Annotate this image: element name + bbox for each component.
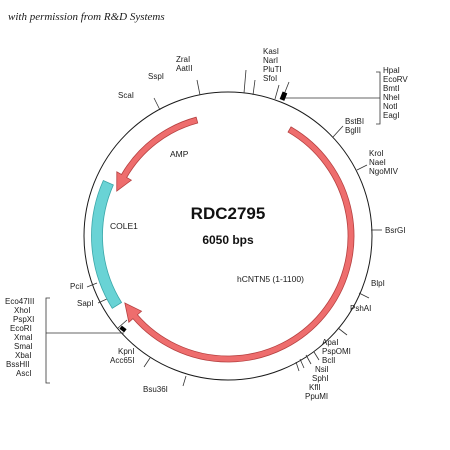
site-xbai: XbaI	[15, 351, 31, 360]
site-sfoi: SfoI	[263, 74, 277, 83]
plasmid-size: 6050 bps	[202, 233, 254, 247]
site-hpai: HpaI	[383, 66, 400, 75]
site-zrai: ZraI	[176, 55, 190, 64]
site-ecorv: EcoRV	[383, 75, 408, 84]
site-scai: ScaI	[118, 91, 134, 100]
site-nari: NarI	[263, 56, 278, 65]
site-ngomiv: NgoMIV	[369, 167, 399, 176]
site-aatii: AatII	[176, 64, 192, 73]
site-nhei: NheI	[383, 93, 400, 102]
site-ecori: EcoRI	[10, 324, 32, 333]
site-acc65i: Acc65I	[110, 356, 134, 365]
site-blpi: BlpI	[371, 279, 385, 288]
site-bcli: BclI	[322, 356, 335, 365]
cole1-feature-band	[91, 179, 123, 309]
cole1-label: COLE1	[110, 221, 138, 231]
mcs-right-marker	[279, 91, 288, 101]
site-bsu36i: Bsu36I	[143, 385, 168, 394]
hcntn5-label: hCNTN5 (1-1100)	[237, 274, 304, 284]
amp-label: AMP	[170, 149, 189, 159]
site-bsshii: BssHII	[6, 360, 30, 369]
site-kpni: KpnI	[118, 347, 134, 356]
site-asci: AscI	[16, 369, 32, 378]
site-bstbi: BstBI	[345, 117, 364, 126]
site-sspi: SspI	[148, 72, 164, 81]
credit-text: with permission from R&D Systems	[8, 11, 165, 23]
site-eco47iii: Eco47III	[5, 297, 34, 306]
site-ticks	[55, 69, 382, 387]
site-kasi: KasI	[263, 47, 279, 56]
site-bsrgi: BsrGI	[385, 226, 405, 235]
site-nsii: NsiI	[315, 365, 329, 374]
site-pcii: PciI	[70, 282, 83, 291]
site-kfli: KflI	[309, 383, 321, 392]
site-pspxi: PspXI	[13, 315, 34, 324]
site-apai: ApaI	[322, 338, 338, 347]
site-xhoi: XhoI	[14, 306, 30, 315]
site-xmai: XmaI	[14, 333, 33, 342]
backbone-circle	[83, 91, 373, 381]
site-eagi: EagI	[383, 111, 399, 120]
site-pshai: PshAI	[350, 304, 371, 313]
site-noti: NotI	[383, 102, 398, 111]
site-pluti: PluTI	[263, 65, 282, 74]
site-bglii: BglII	[345, 126, 361, 135]
plasmid-name: RDC2795	[191, 204, 266, 223]
site-bmti: BmtI	[383, 84, 399, 93]
site-smai: SmaI	[14, 342, 33, 351]
mcs-left-marker	[119, 325, 127, 333]
amp-feature-arrow	[116, 116, 199, 192]
site-ppumi: PpuMI	[305, 392, 328, 401]
site-kroi: KroI	[369, 149, 384, 158]
site-psppomi: PspOMI	[322, 347, 351, 356]
hcntn5-feature-arrow	[124, 126, 355, 363]
mcs-left-bracket	[45, 297, 55, 384]
mcs-right-bracket	[376, 71, 381, 125]
site-sphi: SphI	[312, 374, 328, 383]
site-sapi: SapI	[77, 299, 93, 308]
site-naei: NaeI	[369, 158, 386, 167]
